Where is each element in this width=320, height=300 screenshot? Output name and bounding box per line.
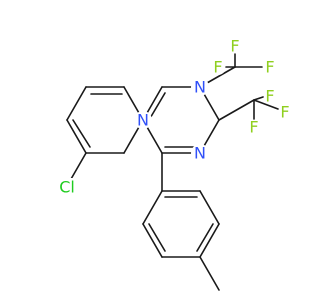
bond	[253, 99, 279, 110]
atom-label-f: F	[249, 118, 258, 137]
bond	[199, 256, 220, 291]
bond	[72, 119, 91, 148]
atom-label-f: F	[265, 58, 274, 77]
atom-label-n-triazine-bottom: N	[194, 144, 206, 163]
bond	[199, 223, 220, 258]
atom-label-n-ring-fusion: N	[137, 111, 149, 130]
bond	[66, 119, 87, 154]
bond	[148, 92, 166, 121]
molecule-diagram: N N N Cl F F F F F F	[53, 36, 293, 291]
bond	[196, 223, 214, 252]
bond	[199, 190, 220, 225]
bond	[148, 223, 166, 252]
bond-layer	[66, 66, 255, 291]
atom-label-layer: N N N Cl F F F F F F	[53, 37, 293, 197]
bond	[66, 86, 87, 121]
atom-label-cl: Cl	[59, 178, 75, 197]
atom-label-n-triazine-top: N	[194, 78, 206, 97]
bond	[218, 99, 255, 121]
atom-label-f: F	[265, 87, 274, 106]
bond	[253, 96, 264, 101]
bond	[142, 223, 163, 258]
atom-label-f: F	[280, 103, 289, 122]
cf3-bond-layer	[225, 53, 279, 120]
atom-label-f: F	[213, 58, 222, 77]
atom-label-f: F	[230, 37, 239, 56]
bond	[142, 190, 163, 225]
